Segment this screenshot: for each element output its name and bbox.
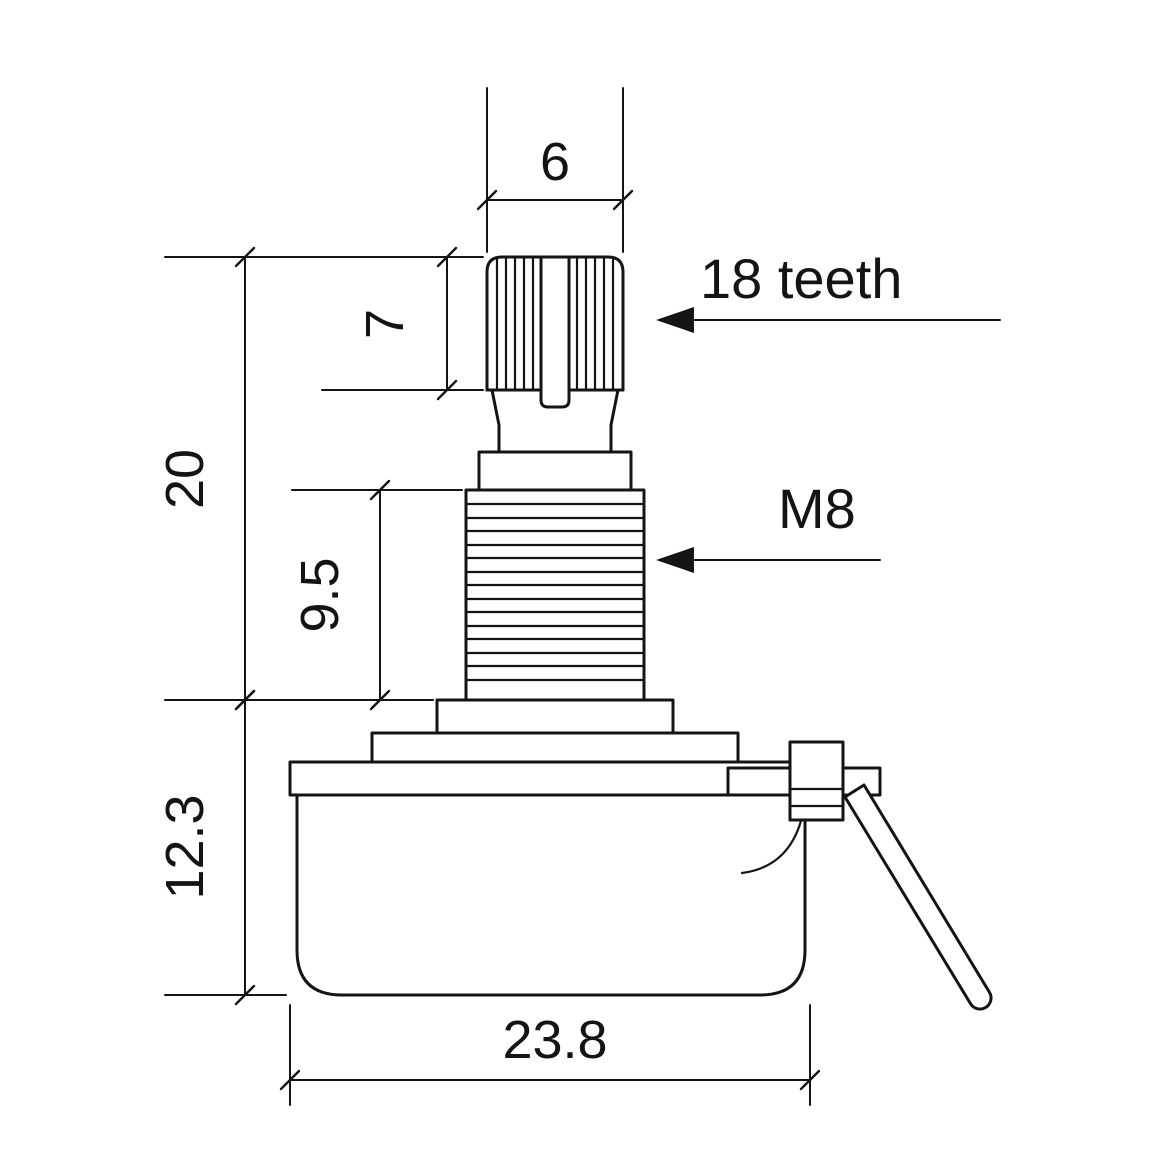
dim-shaft-width: 6 (476, 87, 634, 253)
dim-label-shaft-height: 20 (155, 449, 215, 509)
neck-left-edge (490, 388, 501, 454)
dim-tick (279, 1069, 301, 1091)
body-outline (295, 793, 807, 997)
dim-body-width: 23.8 (279, 1004, 821, 1106)
pot-body (295, 793, 807, 997)
dim-tick (234, 984, 256, 1006)
dim-tick (799, 1069, 821, 1091)
dim-body-height: 12.3 (155, 689, 287, 1006)
callout-label-thread: M8 (778, 477, 856, 540)
bushing-outline (464, 488, 646, 702)
dim-label-body-width: 23.8 (502, 1010, 607, 1070)
base-steps (370, 698, 740, 764)
dim-tick (436, 246, 458, 268)
callout-teeth: 18 teeth (656, 247, 1001, 333)
dim-tick (436, 379, 458, 401)
dim-knurl-height: 7 (164, 246, 484, 401)
terminal-assembly (726, 740, 993, 1011)
arrow-left-icon (656, 547, 694, 573)
shaft-collar (477, 450, 633, 492)
shaft-slot (539, 255, 571, 409)
neck-right-edge (609, 388, 620, 454)
dim-tick (476, 189, 498, 211)
knurl-outline (485, 255, 625, 392)
arrow-left-icon (656, 307, 694, 333)
dim-tick (234, 246, 256, 268)
potentiometer-figure (288, 255, 993, 1011)
dim-bushing-height: 9.5 (290, 479, 463, 711)
dim-tick (369, 689, 391, 711)
thread-lines (466, 502, 644, 682)
dim-tick (234, 689, 256, 711)
dim-tick (612, 189, 634, 211)
mounting-flange (288, 760, 812, 797)
upper-step (435, 698, 675, 735)
solder-lug (843, 783, 993, 1011)
flange-outline (288, 760, 812, 797)
ground-clip (788, 740, 845, 822)
dim-label-body-height: 12.3 (155, 794, 215, 899)
collar-outline (477, 450, 633, 492)
dim-label-bushing-height: 9.5 (290, 557, 350, 632)
callout-thread: M8 (656, 477, 881, 573)
knurl-teeth-lines (495, 256, 615, 390)
lower-step (370, 731, 740, 764)
shaft-neck (490, 388, 620, 454)
dim-label-shaft-width: 6 (540, 132, 570, 192)
threaded-bushing (464, 488, 646, 702)
clip-detail-lines (790, 787, 843, 808)
knurled-shaft (485, 255, 625, 409)
extension-lines (289, 1004, 811, 1106)
dim-tick (369, 479, 391, 501)
callout-label-teeth: 18 teeth (700, 247, 902, 310)
extension-lines (486, 87, 624, 253)
dim-label-knurl-height: 7 (355, 309, 415, 339)
